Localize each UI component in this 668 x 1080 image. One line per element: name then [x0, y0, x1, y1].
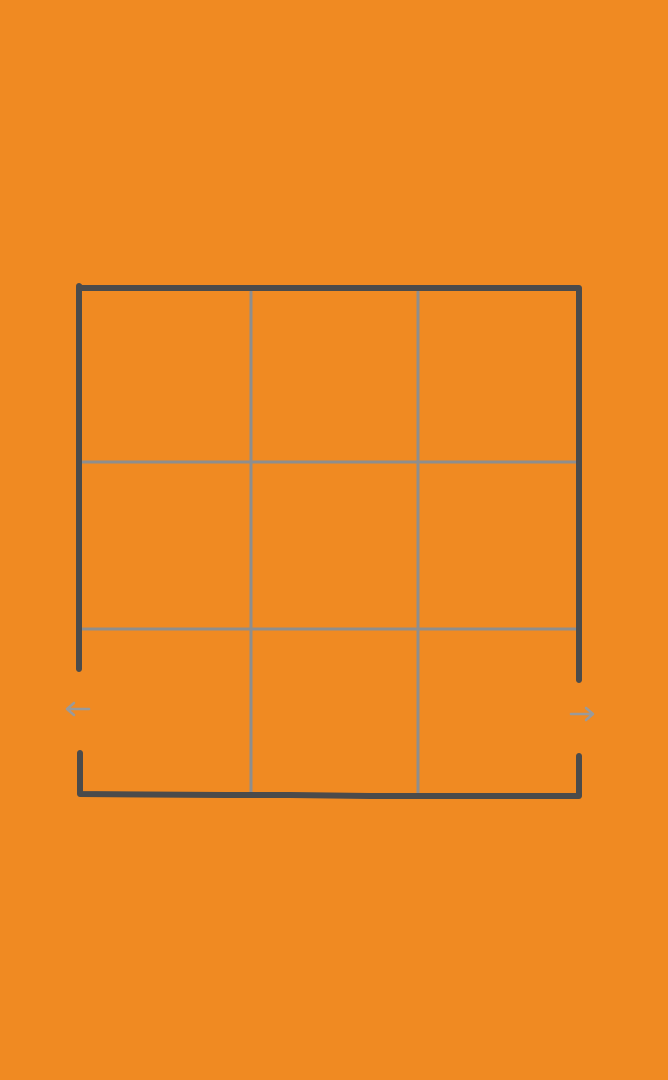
board-cell-1-3[interactable]: [420, 292, 577, 460]
board-cell-1-2[interactable]: [252, 292, 417, 460]
board-cell-2-1[interactable]: [81, 464, 249, 628]
board-cell-2-2[interactable]: [252, 464, 417, 628]
board-cell-1-1[interactable]: [81, 292, 249, 460]
arrow-right-icon: [569, 706, 595, 722]
board-cell-3-3[interactable]: [420, 632, 577, 794]
frame-bottom: [77, 750, 582, 799]
board-cell-3-2[interactable]: [252, 632, 417, 794]
board-cell-3-1[interactable]: [81, 632, 249, 794]
grid-lines: [78, 290, 581, 797]
board-frame: [76, 283, 582, 799]
frame-top-and-sides-upper: [76, 283, 582, 683]
arrow-left-icon: [65, 701, 91, 717]
next-button[interactable]: [562, 699, 602, 729]
board-cell-2-3[interactable]: [420, 464, 577, 628]
previous-button[interactable]: [58, 694, 98, 724]
